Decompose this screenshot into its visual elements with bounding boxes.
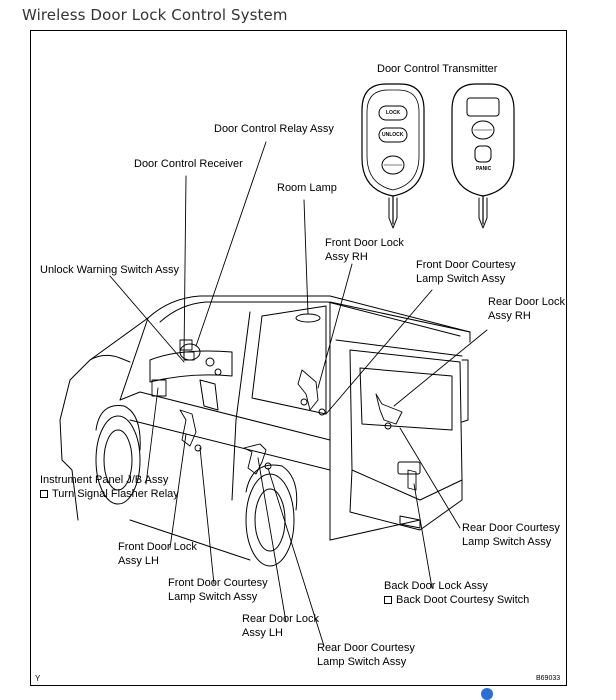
label-door-control-receiver: Door Control Receiver [134, 158, 243, 170]
label-line: Assy RH [325, 251, 368, 263]
label-line: Turn Signal Flasher Relay [40, 487, 179, 501]
label-line: Rear Door Courtesy [317, 642, 415, 654]
label-line: Assy LH [242, 627, 283, 639]
label-line: Rear Door Courtesy [462, 522, 560, 534]
label-line: Lamp Switch Assy [317, 656, 407, 668]
label-back-door-lock: Back Door Lock Assy Back Doot Courtesy S… [384, 579, 529, 607]
leader-lines [109, 141, 488, 647]
label-back-door-courtesy: Back Doot Courtesy Switch [396, 594, 530, 606]
label-turn-signal-relay: Turn Signal Flasher Relay [52, 488, 179, 500]
label-line: Instrument Panel J/B Assy [40, 474, 169, 486]
transmitter-fob-front [361, 83, 425, 229]
corner-mark: Y [35, 674, 41, 683]
label-line: Lamp Switch Assy [168, 591, 258, 603]
label-front-door-lock-rh: Front Door Lock Assy RH [325, 236, 404, 264]
label-line: Front Door Courtesy [168, 577, 268, 589]
fob-lock-button: LOCK [386, 110, 401, 116]
label-line: Front Door Courtesy [416, 259, 516, 271]
fob-unlock-button: UNLOCK [382, 132, 404, 138]
page-title: Wireless Door Lock Control System [22, 6, 288, 24]
label-room-lamp: Room Lamp [277, 182, 337, 194]
label-instrument-panel-jb: Instrument Panel J/B Assy Turn Signal Fl… [40, 473, 179, 501]
label-line: Front Door Lock [325, 237, 404, 249]
label-rear-door-lock-rh: Rear Door Lock Assy RH [488, 295, 565, 323]
label-door-control-transmitter: Door Control Transmitter [377, 63, 498, 75]
checkbox-icon [40, 490, 48, 498]
label-unlock-warning-switch: Unlock Warning Switch Assy [40, 264, 179, 276]
vehicle-body [59, 295, 471, 567]
figure-code: B69033 [536, 675, 561, 682]
lock-assemblies [151, 339, 417, 491]
transmitter-fob-back [451, 83, 515, 229]
label-line: Back Doot Courtesy Switch [384, 593, 529, 607]
label-front-courtesy-lh: Front Door Courtesy Lamp Switch Assy [168, 576, 268, 604]
label-line: Rear Door Lock [242, 613, 320, 625]
label-front-door-lock-lh: Front Door Lock Assy LH [118, 540, 197, 568]
label-line: Rear Door Lock [488, 296, 566, 308]
label-line: Front Door Lock [118, 541, 197, 553]
label-line: Lamp Switch Assy [416, 273, 506, 285]
label-rear-courtesy-bottom: Rear Door Courtesy Lamp Switch Assy [317, 641, 415, 669]
scroll-indicator [481, 688, 493, 700]
fob-panic-button: PANIC [476, 166, 492, 172]
label-front-courtesy-rh: Front Door Courtesy Lamp Switch Assy [416, 258, 516, 286]
label-door-control-relay: Door Control Relay Assy [214, 123, 334, 135]
label-line: Lamp Switch Assy [462, 536, 552, 548]
label-line: Assy RH [488, 310, 531, 322]
checkbox-icon [384, 596, 392, 604]
label-rear-courtesy-right: Rear Door Courtesy Lamp Switch Assy [462, 521, 560, 549]
label-rear-door-lock-lh: Rear Door Lock Assy LH [242, 612, 319, 640]
label-line: Assy LH [118, 555, 159, 567]
label-line: Back Door Lock Assy [384, 580, 488, 592]
